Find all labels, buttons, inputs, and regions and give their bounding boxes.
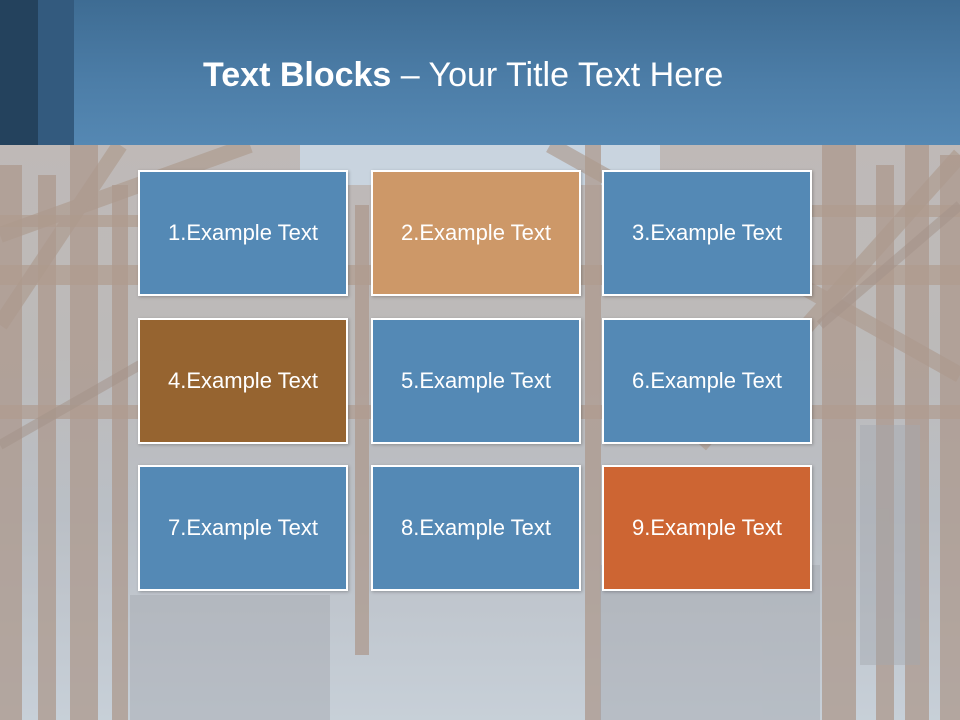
text-block-2[interactable]: 2.Example Text <box>371 170 581 296</box>
text-block-grid: 1.Example Text 2.Example Text 3.Example … <box>138 170 814 594</box>
text-block-3[interactable]: 3.Example Text <box>602 170 812 296</box>
text-block-9[interactable]: 9.Example Text <box>602 465 812 591</box>
text-block-7[interactable]: 7.Example Text <box>138 465 348 591</box>
text-block-6[interactable]: 6.Example Text <box>602 318 812 444</box>
text-block-5[interactable]: 5.Example Text <box>371 318 581 444</box>
slide-title-rest: – Your Title Text Here <box>391 56 724 94</box>
text-block-8[interactable]: 8.Example Text <box>371 465 581 591</box>
title-bar: Text Blocks – Your Title Text Here <box>0 0 960 145</box>
title-bar-accent <box>0 0 38 145</box>
title-bar-accent-secondary <box>38 0 74 145</box>
wood-framing-picture <box>0 145 960 720</box>
slide-title-bold: Text Blocks <box>203 56 392 94</box>
text-block-4[interactable]: 4.Example Text <box>138 318 348 444</box>
text-block-1[interactable]: 1.Example Text <box>138 170 348 296</box>
slide-title: Text Blocks – Your Title Text Here <box>203 56 723 95</box>
